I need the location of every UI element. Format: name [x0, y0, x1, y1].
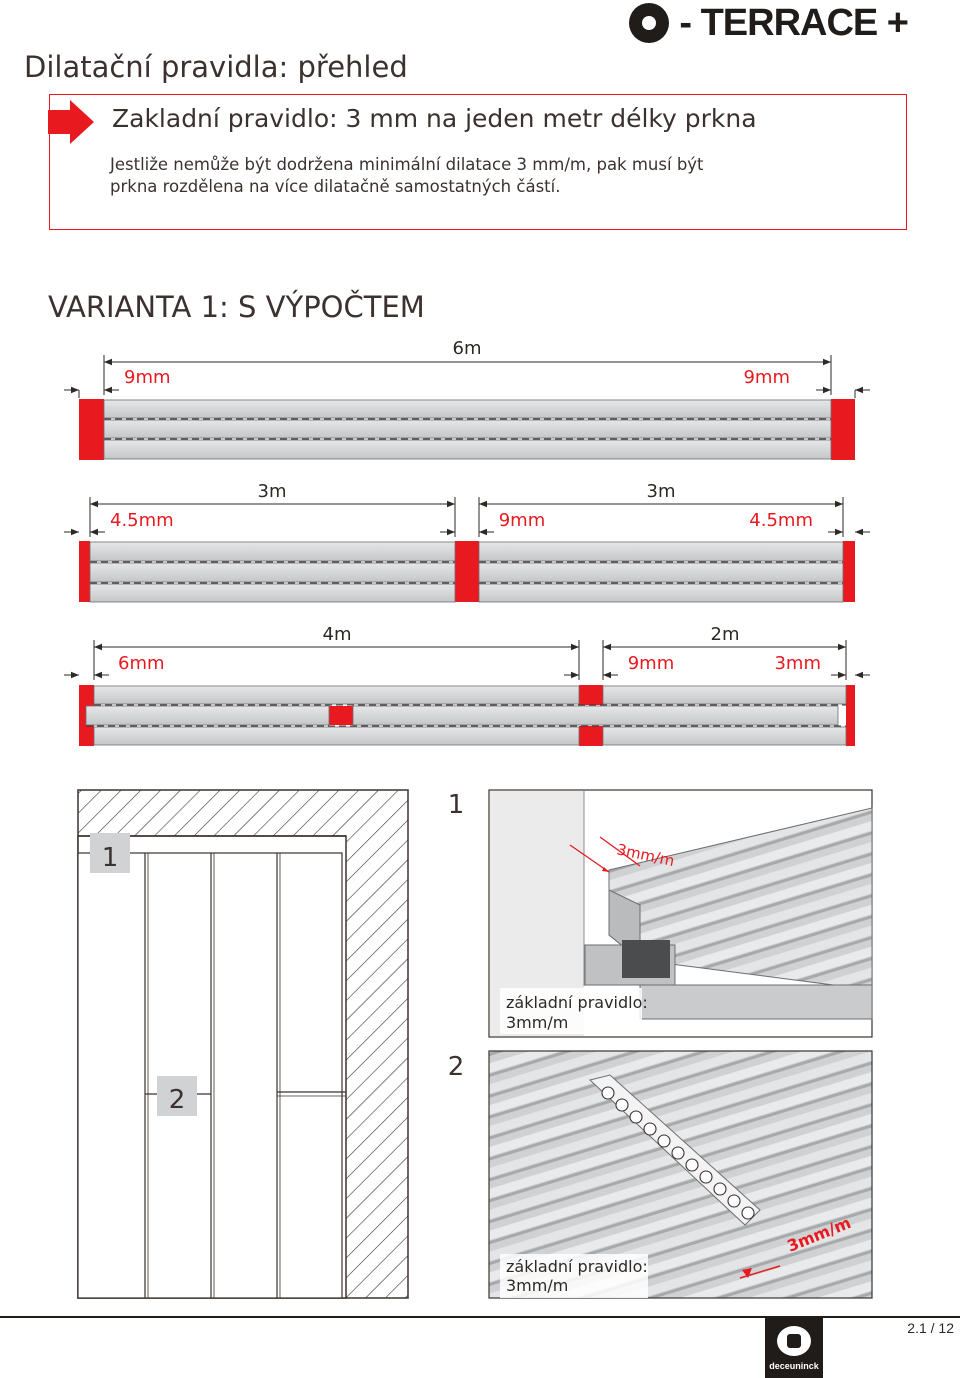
- board: [89, 541, 456, 562]
- expansion-gap-mid: [329, 706, 353, 725]
- expansion-gap-right: [831, 399, 855, 460]
- dim-length-label: 2m: [711, 624, 740, 645]
- board: [602, 726, 847, 746]
- detail-1-number: 1: [448, 790, 465, 820]
- gap-left-label: 6mm: [118, 653, 165, 674]
- board: [103, 439, 832, 460]
- board: [89, 583, 456, 603]
- dim-length-label: 3m: [647, 481, 676, 502]
- board: [478, 583, 844, 603]
- board: [478, 562, 844, 583]
- variant-title: VARIANTA 1: S VÝPOČTEM: [48, 290, 425, 324]
- detail-2-caption-line1: základní pravidlo:: [506, 1257, 648, 1276]
- label-2-box: [157, 1076, 197, 1116]
- dim-length-label: 3m: [258, 481, 287, 502]
- expansion-gap-right: [843, 541, 855, 602]
- board: [103, 399, 832, 419]
- board: [352, 705, 839, 726]
- expansion-gap-left: [79, 399, 104, 460]
- board: [93, 726, 580, 746]
- board: [103, 419, 832, 439]
- diagram-3: 4m 2m 6mm 9mm 3mm: [64, 624, 870, 746]
- plan-view: 1 2: [77, 789, 409, 1299]
- gap-right-label: 3mm: [774, 653, 821, 674]
- rule-heading: Zakladní pravidlo: 3 mm na jeden metr dé…: [112, 104, 757, 133]
- expansion-gap-mid: [579, 726, 603, 746]
- label-1-box: [90, 833, 130, 873]
- gap-mid-label: 9mm: [499, 510, 546, 531]
- gap-right-label: 9mm: [743, 367, 790, 388]
- detail-1-caption-line2: 3mm/m: [506, 1013, 568, 1032]
- detail-2-caption-line2: 3mm/m: [506, 1276, 568, 1295]
- brand-logo: - TERRACE +: [629, 0, 909, 46]
- arrow-right-icon: [48, 100, 94, 144]
- gap-left-label: 4.5mm: [110, 510, 174, 531]
- board: [85, 705, 330, 726]
- diagram-1: 6m 9mm 9mm: [64, 338, 870, 460]
- deceuninck-mark-icon: [777, 1326, 811, 1356]
- diagram-2: 3m 3m 4.5mm 9mm 4.5mm: [64, 481, 870, 603]
- rule-text: Jestliže nemůže být dodržena minimální d…: [110, 155, 704, 196]
- detail-1-caption-line1: základní pravidlo:: [506, 993, 648, 1012]
- expansion-gap-mid: [455, 541, 479, 602]
- plan-label-2: 2: [169, 1085, 186, 1115]
- plan-label-1: 1: [102, 843, 119, 873]
- page-number: 2.1 / 12: [907, 1320, 954, 1336]
- detail-2-number: 2: [448, 1052, 465, 1082]
- gap-mid-label: 9mm: [628, 653, 675, 674]
- expansion-gap-mid: [579, 685, 603, 705]
- board: [602, 685, 847, 705]
- footer-rule: [0, 1316, 960, 1318]
- detail-1: 1 3mm/m základní pravidlo: 3mm/m: [448, 789, 873, 1038]
- gap-right-label: 4.5mm: [749, 510, 813, 531]
- board: [89, 562, 456, 583]
- brand-mark-icon: [629, 3, 670, 43]
- board: [478, 541, 844, 562]
- dim-length-label: 6m: [453, 338, 482, 359]
- deceuninck-logo: deceuninck: [765, 1318, 823, 1378]
- rule-box: [49, 94, 907, 230]
- gap-left-label: 9mm: [124, 367, 171, 388]
- page-title: Dilatační pravidla: přehled: [24, 50, 408, 84]
- brand-wordmark: - TERRACE +: [679, 1, 909, 44]
- expansion-gap-right: [846, 685, 855, 746]
- dim-length-label: 4m: [323, 624, 352, 645]
- expansion-gap-left: [79, 541, 90, 602]
- deceuninck-logo-text: deceuninck: [769, 1361, 819, 1371]
- board: [93, 685, 580, 705]
- detail-2: 2 3mm/m základní pravidlo: 3mm/m: [448, 1050, 873, 1299]
